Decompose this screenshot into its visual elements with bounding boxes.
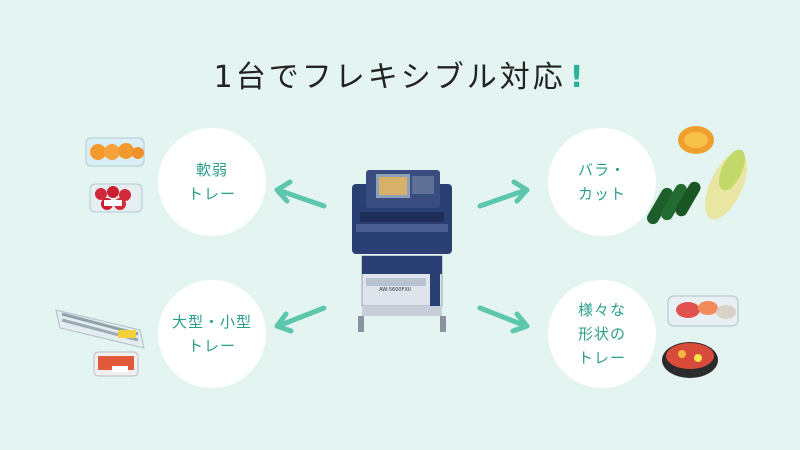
feature-label: トレー — [187, 185, 236, 203]
cucumber-illustration — [647, 181, 701, 225]
arrow-icon — [274, 179, 327, 209]
orange-tray-illustration — [85, 137, 145, 167]
exclamation-mark: ! — [569, 60, 587, 95]
large-tray-illustration — [55, 309, 145, 349]
feature-large-small-tray: 大型・小型 トレー — [158, 280, 266, 388]
feature-label: バラ・ — [577, 161, 626, 179]
feature-soft-tray: 軟弱 トレー — [158, 128, 266, 236]
wrapping-machine-illustration: AW-5600FXII — [352, 170, 452, 332]
machine-model-label: AW-5600FXII — [379, 287, 411, 293]
arrow-icon — [274, 305, 327, 334]
sashimi-tray-illustration — [667, 295, 739, 327]
pumpkin-slice-illustration — [678, 126, 714, 154]
feature-label: トレー — [577, 349, 626, 367]
title-text: 1台でフレキシブル対応 — [213, 60, 566, 95]
arrow-icon — [477, 179, 530, 209]
feature-label: 形状の — [577, 325, 626, 343]
arrow-icon — [477, 305, 530, 334]
small-tray-illustration — [93, 351, 139, 377]
round-bowl-illustration — [662, 342, 718, 378]
feature-label: トレー — [187, 337, 236, 355]
feature-label: カット — [577, 185, 626, 203]
chinese-cabbage-illustration — [704, 149, 748, 220]
feature-label: 様々な — [577, 301, 626, 319]
feature-label: 大型・小型 — [171, 313, 252, 331]
feature-various-shape-tray: 様々な 形状の トレー — [548, 280, 656, 388]
page-title: 1台でフレキシブル対応! — [0, 52, 800, 96]
feature-loose-cut: バラ・ カット — [548, 128, 656, 236]
strawberry-tray-illustration — [89, 183, 143, 213]
feature-label: 軟弱 — [195, 161, 228, 179]
